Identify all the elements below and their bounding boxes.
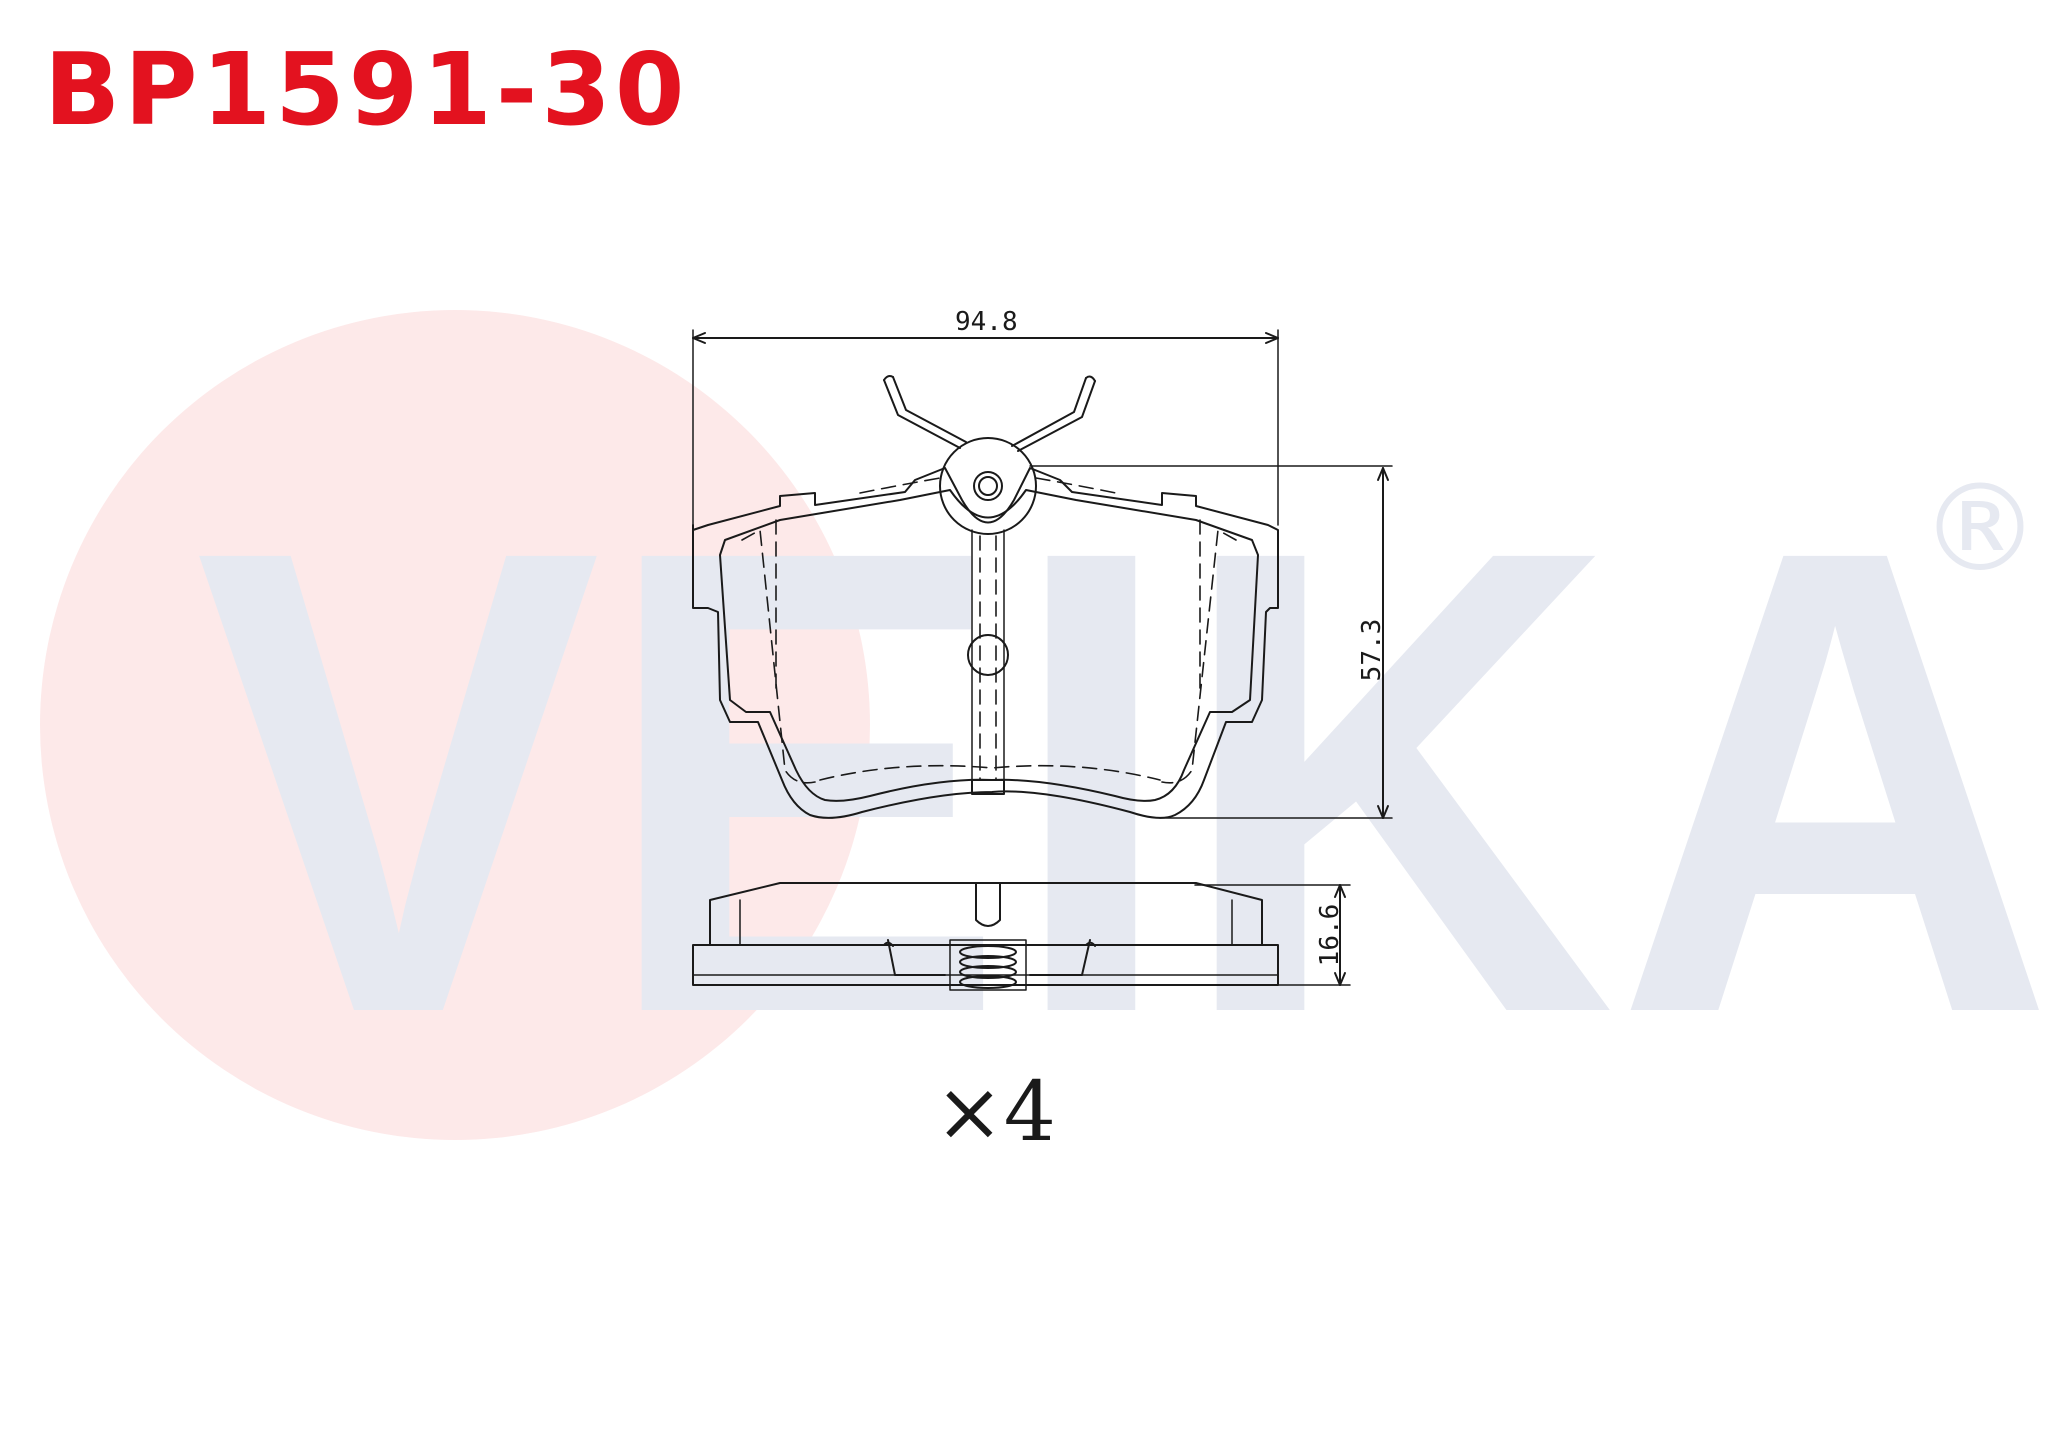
spring-clip — [883, 375, 1096, 452]
brake-pad-drawing: 94.8 57.3 16.6 — [692, 307, 1393, 991]
center-slot — [967, 634, 1009, 676]
friction-pad-outline — [741, 477, 1237, 784]
quantity-label: ×4 — [935, 1065, 1056, 1160]
watermark-text: VEIKA — [195, 413, 2055, 1150]
pad-side-view — [692, 882, 1279, 991]
width-label: 94.8 — [955, 307, 1018, 337]
registered-mark: ® — [1920, 460, 2040, 599]
part-number: BP1591-30 — [44, 31, 689, 148]
brand-watermark: VEIKA ® — [40, 310, 2055, 1150]
thickness-dimension — [1194, 884, 1351, 986]
watermark-circle — [40, 310, 870, 1140]
height-dimension — [1029, 465, 1393, 819]
width-dimension — [692, 329, 1279, 526]
backing-plate-front — [692, 467, 1279, 819]
height-label: 57.3 — [1357, 619, 1387, 682]
thickness-label: 16.6 — [1315, 904, 1345, 967]
center-boss — [939, 437, 1037, 535]
